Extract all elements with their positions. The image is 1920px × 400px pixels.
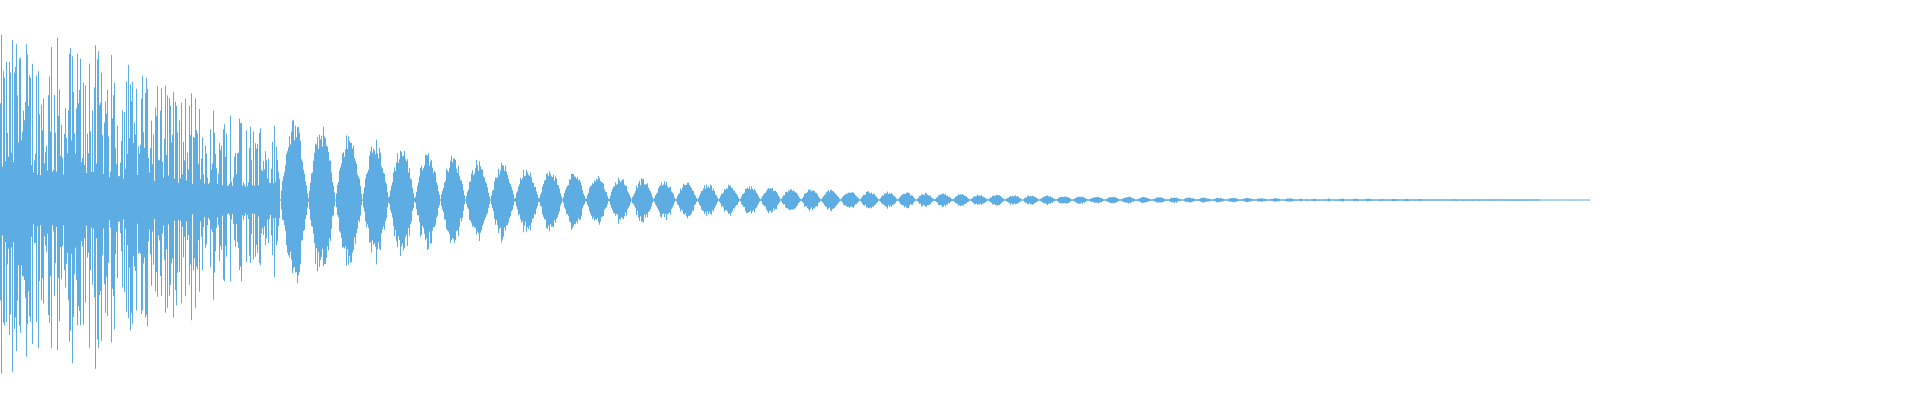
waveform-path [0,34,1590,374]
